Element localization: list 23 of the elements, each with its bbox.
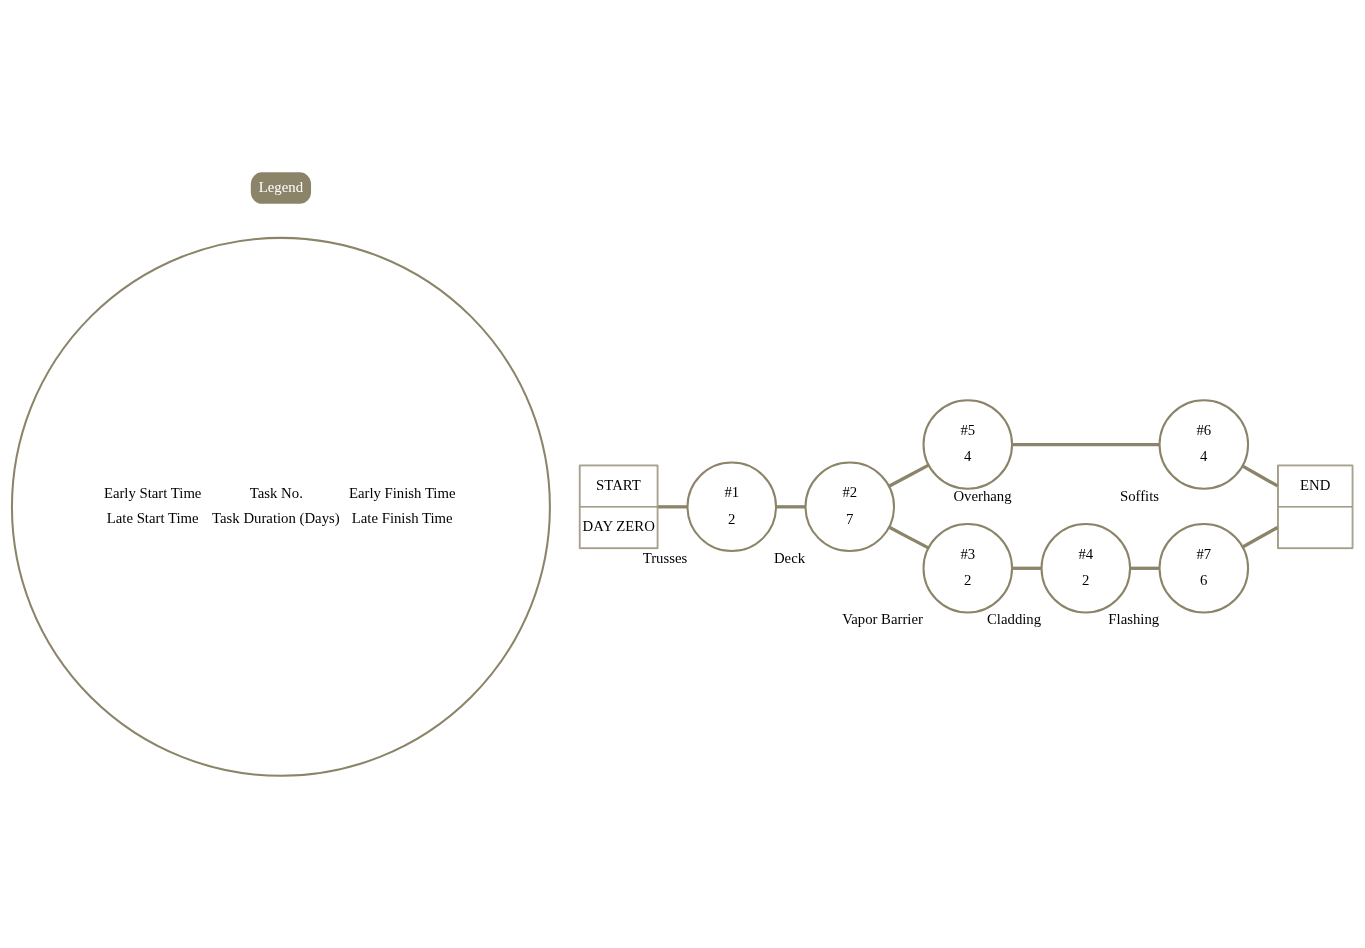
node-label: Deck [773,549,806,566]
node-circle: #1 2 [686,461,778,552]
connector [1130,566,1160,570]
node-circle: #7 6 [1158,522,1250,614]
connector [1012,442,1160,446]
node-label: Trusses [642,549,688,566]
node-circle: #3 2 [922,522,1014,614]
node-label: Soffits [1119,487,1160,504]
connector [1241,464,1279,487]
node-label: Vapor Barrier [842,610,923,627]
connector [658,504,688,508]
connector [776,504,806,508]
node-circle: #2 7 [804,461,896,552]
node-circle: #6 4 [1158,398,1250,490]
connector [888,525,930,549]
connector [1012,566,1042,570]
label: Legend [258,178,304,195]
node-circle: #5 4 [922,398,1014,490]
connector [888,463,930,488]
node-label: Overhang [953,487,1012,504]
node-circle: #4 2 [1040,522,1132,614]
connector [1241,525,1279,548]
node-circle: Early Start Time Task No. Early Finish Time Late Start Time Task Duration (Days) Late Finish Time [10,236,551,777]
